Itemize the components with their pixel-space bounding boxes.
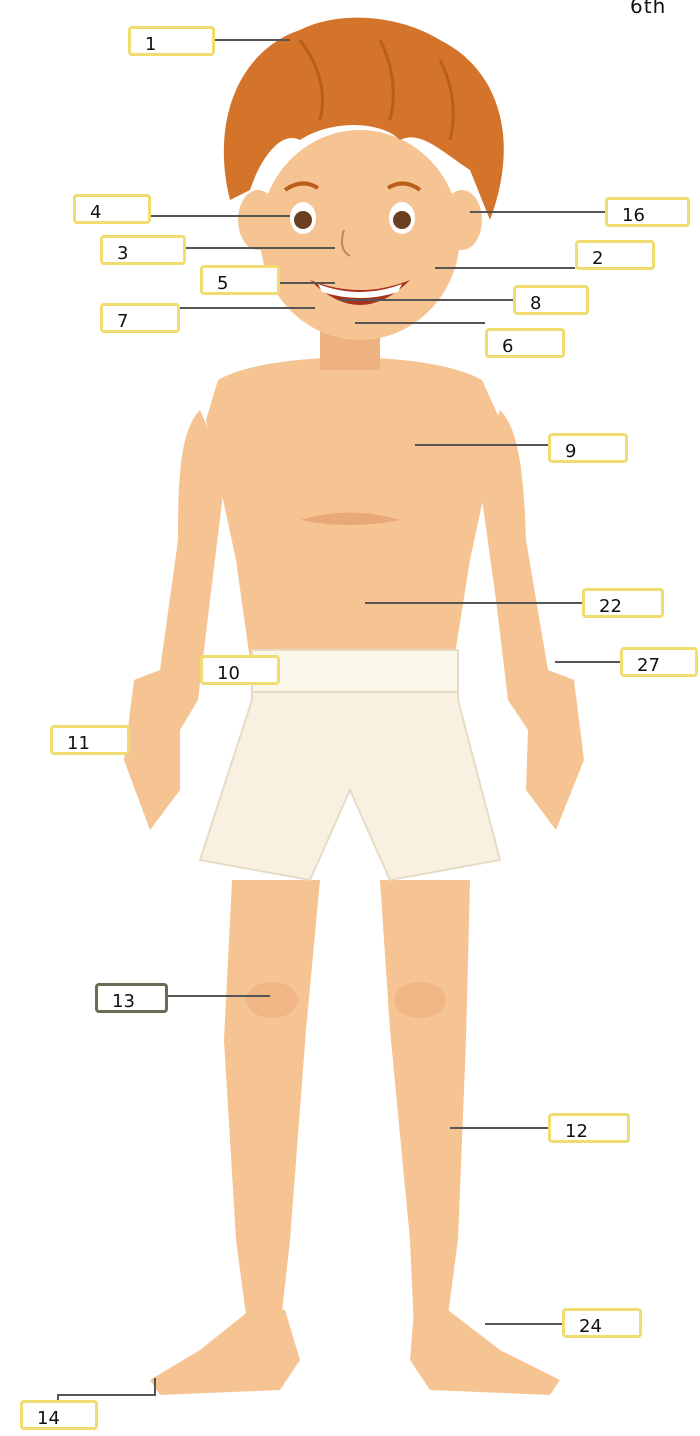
left-knee bbox=[246, 982, 298, 1018]
left-leg bbox=[224, 880, 320, 1330]
label-box-5[interactable]: 5 bbox=[200, 265, 280, 295]
label-box-11[interactable]: 11 bbox=[50, 725, 130, 755]
label-box-13[interactable]: 13 bbox=[95, 983, 168, 1013]
right-knee bbox=[394, 982, 446, 1018]
right-pupil bbox=[393, 211, 411, 229]
label-box-2[interactable]: 2 bbox=[575, 240, 655, 270]
label-box-22[interactable]: 22 bbox=[582, 588, 664, 618]
label-box-3[interactable]: 3 bbox=[100, 235, 186, 265]
left-arm bbox=[124, 410, 226, 830]
label-box-1[interactable]: 1 bbox=[128, 26, 215, 56]
label-box-4[interactable]: 4 bbox=[73, 194, 151, 224]
label-box-6[interactable]: 6 bbox=[485, 328, 565, 358]
label-box-16[interactable]: 16 bbox=[605, 197, 690, 227]
left-pupil bbox=[294, 211, 312, 229]
label-box-8[interactable]: 8 bbox=[513, 285, 589, 315]
label-box-14[interactable]: 14 bbox=[20, 1400, 98, 1430]
label-box-7[interactable]: 7 bbox=[100, 303, 180, 333]
left-foot bbox=[150, 1310, 300, 1395]
label-box-27[interactable]: 27 bbox=[620, 647, 698, 677]
torso bbox=[206, 358, 500, 661]
corner-grade-text: 6th bbox=[630, 0, 700, 18]
right-foot bbox=[410, 1310, 560, 1395]
label-box-24[interactable]: 24 bbox=[562, 1308, 642, 1338]
label-box-9[interactable]: 9 bbox=[548, 433, 628, 463]
right-arm bbox=[478, 410, 584, 830]
right-leg bbox=[380, 880, 470, 1330]
waistband bbox=[252, 650, 458, 692]
label-box-12[interactable]: 12 bbox=[548, 1113, 630, 1143]
label-box-10[interactable]: 10 bbox=[200, 655, 280, 685]
